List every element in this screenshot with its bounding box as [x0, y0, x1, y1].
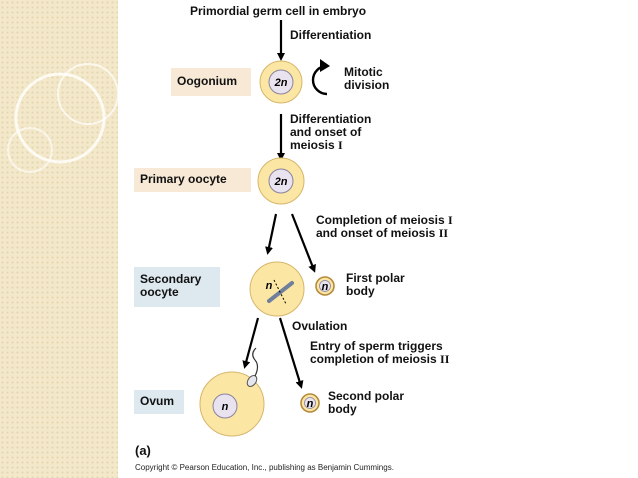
side-decoration-panel [0, 0, 118, 478]
arrow-icon [242, 317, 260, 369]
stage-label-ovum: Ovum [134, 390, 184, 414]
sperm-line2: completion of meiosis II [310, 353, 449, 366]
arrow-icon [265, 213, 278, 255]
ovum-label-text: Ovum [140, 394, 175, 408]
roman-one: I [338, 138, 343, 152]
first-polar-ploidy-label: n [322, 281, 329, 293]
first-polar-line1: First polar [346, 271, 405, 285]
completion-line1-text: Completion of meiosis [316, 213, 449, 227]
first-polar-body-cell [315, 276, 335, 296]
arrow-icon [290, 213, 316, 273]
mitotic-line2: division [344, 78, 390, 92]
sperm-line2-text: completion of meiosis [310, 352, 441, 366]
spindle-icon [267, 279, 294, 305]
stage-label-oogonium: Oogonium [171, 68, 251, 96]
step-differentiation: Differentiation [290, 28, 372, 42]
second-polar-ploidy-label: n [307, 398, 314, 410]
completion-line2: and onset of meiosis II [316, 227, 453, 240]
mitosis-cycle-icon [311, 59, 330, 96]
step-completion-meiosis-one: Completion of meiosis I and onset of mei… [316, 214, 453, 240]
secondary-oocyte-label-line1: Secondary [140, 272, 202, 286]
step-ovulation: Ovulation [292, 319, 348, 333]
sperm-line1: Entry of sperm triggers [310, 339, 443, 353]
arrow-icon [278, 317, 304, 389]
second-polar-line2: body [328, 402, 357, 416]
second-polar-body-cell [300, 393, 320, 413]
primary-oocyte-cell [257, 157, 305, 205]
secondary-oocyte-cell [249, 261, 305, 317]
decorative-circles-icon [7, 63, 118, 173]
step-first-polar-body: First polar body [346, 272, 405, 298]
roman-two: II [438, 226, 449, 240]
oogonium-cell [259, 60, 303, 104]
ovum-cell [199, 371, 265, 437]
stage-label-secondary-oocyte: Secondary oocyte [134, 267, 220, 307]
oogonium-label-text: Oogonium [177, 74, 237, 88]
secondary-oocyte-ploidy-label: n [266, 280, 273, 292]
completion-line2-text: and onset of meiosis [316, 226, 439, 240]
sperm-icon [246, 347, 259, 387]
diff-onset-line3-text: meiosis [290, 138, 339, 152]
primary-oocyte-label-text: Primary oocyte [140, 172, 227, 186]
primary-oocyte-ploidy-label: 2n [274, 176, 288, 188]
diff-onset-line1: Differentiation [290, 112, 372, 126]
second-polar-line1: Second polar [328, 389, 405, 403]
diff-onset-line2: and onset of [290, 125, 362, 139]
oogonium-ploidy-label: 2n [274, 77, 288, 89]
step-mitotic-division: Mitotic division [344, 66, 389, 92]
first-polar-line2: body [346, 284, 375, 298]
roman-one: I [448, 213, 453, 227]
step-differentiation-onset-meiosis: Differentiation and onset of meiosis I [290, 113, 371, 152]
ovum-ploidy-label: n [222, 401, 229, 413]
stage-label-primary-oocyte: Primary oocyte [134, 168, 251, 192]
copyright-text: Copyright © Pearson Education, Inc., pub… [135, 463, 394, 472]
roman-two: II [440, 352, 450, 366]
panel-label: (a) [135, 443, 151, 458]
diagram-title: Primordial germ cell in embryo [190, 4, 367, 18]
diff-onset-line3: meiosis I [290, 139, 371, 152]
secondary-oocyte-label-line2: oocyte [140, 285, 179, 299]
mitotic-line1: Mitotic [344, 65, 383, 79]
step-sperm-entry: Entry of sperm triggers completion of me… [310, 340, 449, 366]
completion-line1: Completion of meiosis I [316, 214, 453, 227]
step-second-polar-body: Second polar body [328, 390, 404, 416]
